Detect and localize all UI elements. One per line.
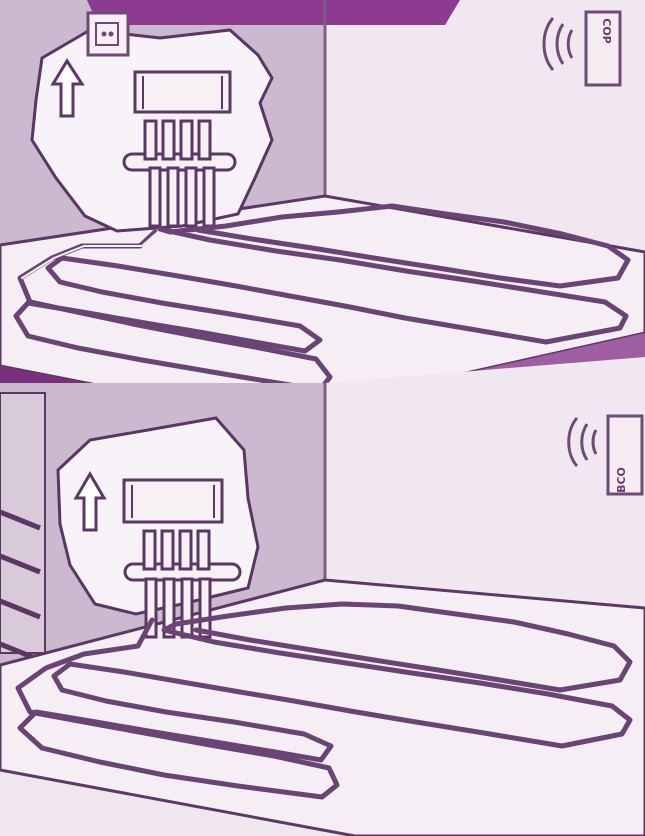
lower-right-wall	[325, 357, 645, 608]
lower-thermostat-label: BCO	[615, 467, 628, 493]
upper-outlet-icon	[88, 13, 128, 55]
upper-thermostat-label: COP	[600, 18, 613, 44]
lower-side-shelves	[0, 393, 45, 660]
upper-ceiling-slab	[87, 0, 460, 25]
